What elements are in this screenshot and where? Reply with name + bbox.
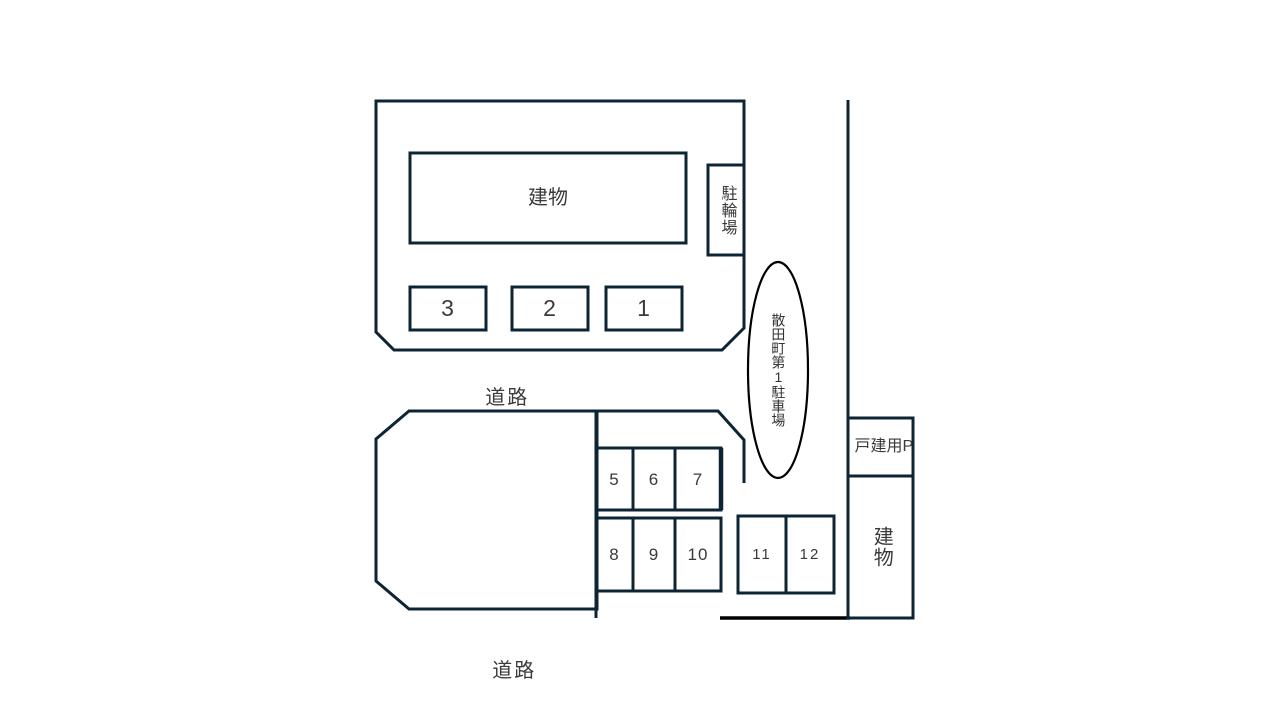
- stall-12-number: 12: [799, 546, 821, 563]
- stall-3-number: 3: [441, 295, 455, 321]
- callout-ellipse: [746, 260, 810, 480]
- callout-label-text: 散田町第1駐車場: [770, 313, 787, 427]
- stall-10-label: 10: [675, 518, 721, 591]
- bicycle-parking-outline: [706, 163, 746, 257]
- upper-building-label: 建物: [410, 153, 686, 243]
- stall-2-outline: [510, 285, 590, 332]
- right-building-outline: [846, 474, 915, 620]
- house-parking-label: 戸建用P: [848, 418, 914, 476]
- stall-10-outline: [673, 516, 723, 593]
- house-parking-label-text: 戸建用P: [854, 438, 914, 455]
- stall-9-number: 9: [648, 545, 660, 564]
- stall-11-number: 11: [752, 546, 772, 563]
- stall-3-outline: [408, 285, 488, 332]
- stall-3-label: 3: [410, 287, 486, 330]
- stall-7-number: 7: [692, 469, 704, 489]
- stall-12-outline: [784, 514, 836, 595]
- stall-7-label: 7: [675, 448, 721, 510]
- callout-label: 散田町第1駐車場: [748, 262, 808, 478]
- road-label-upper: 道路: [455, 368, 529, 428]
- stall-10-number: 10: [687, 545, 709, 564]
- stall-5-number: 5: [609, 469, 620, 489]
- upper-building-label-text: 建物: [528, 187, 568, 209]
- lower-lot-top-edge: [595, 409, 746, 483]
- stall-8-number: 8: [609, 545, 620, 564]
- upper-building-outline: [408, 151, 688, 245]
- stall-2-number: 2: [543, 295, 557, 321]
- road-label-lower: 道路: [462, 641, 536, 701]
- stall-6-number: 6: [648, 469, 660, 489]
- right-building-label-text: 建物: [870, 526, 893, 568]
- upper-lot-outline: [374, 99, 746, 352]
- stall-1-number: 1: [637, 295, 651, 321]
- stall-12-label: 12: [786, 516, 834, 593]
- right-building-label: 建物: [848, 476, 913, 618]
- stall-1-outline: [604, 285, 684, 332]
- bicycle-parking-label: 駐輪場: [708, 165, 744, 255]
- road-label-upper-text: 道路: [485, 387, 530, 409]
- stall-6-label: 6: [633, 448, 675, 510]
- stall-1-label: 1: [606, 287, 682, 330]
- stall-2-label: 2: [512, 287, 588, 330]
- stall-8-label: 8: [596, 518, 633, 591]
- stall-9-label: 9: [633, 518, 675, 591]
- stall-5-label: 5: [596, 448, 633, 510]
- bicycle-parking-label-text: 駐輪場: [718, 184, 736, 236]
- lower-left-yard-outline: [374, 409, 599, 611]
- road-label-lower-text: 道路: [492, 660, 537, 682]
- stall-11-label: 11: [738, 516, 786, 593]
